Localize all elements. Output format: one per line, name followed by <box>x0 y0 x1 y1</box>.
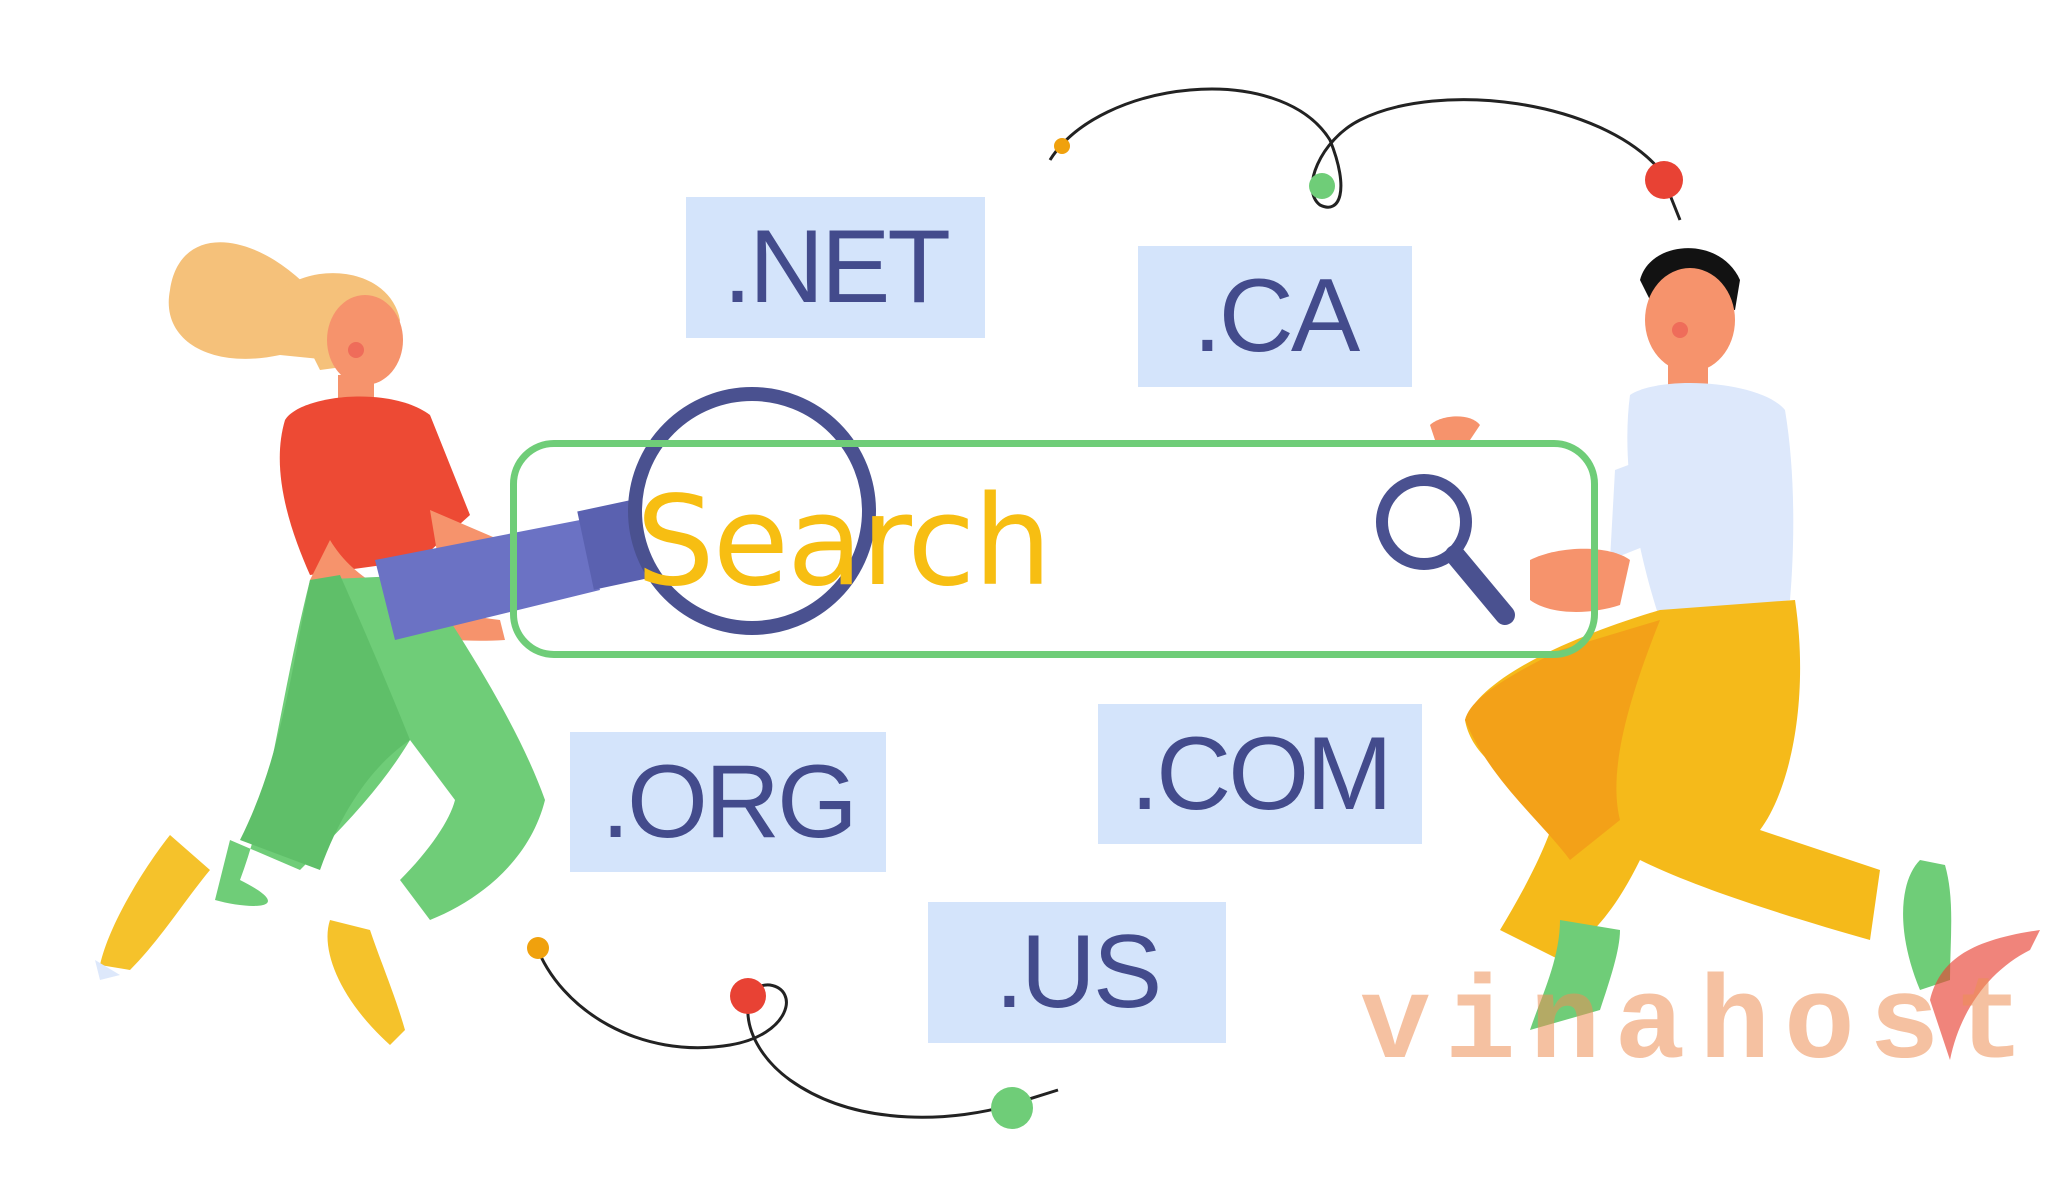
dot-orange-top <box>1054 138 1070 154</box>
tag-org: .ORG <box>570 732 886 872</box>
magnifying-glass-icon <box>628 387 876 635</box>
dot-green-bottom <box>991 1087 1033 1129</box>
dot-red-bottom <box>730 978 766 1014</box>
man-figure <box>1430 248 1952 1030</box>
search-bar-label: Search <box>636 470 1052 614</box>
woman-figure <box>95 242 648 1045</box>
tag-net: .NET <box>686 197 985 338</box>
watermark-text: vinahost. <box>1360 960 2048 1093</box>
dot-green-top <box>1309 173 1335 199</box>
connector-curve-top <box>1048 87 1682 221</box>
dot-orange-bottom <box>527 937 549 959</box>
tag-us: .US <box>928 902 1226 1043</box>
search-bar <box>510 440 1598 658</box>
tag-ca: .CA <box>1138 246 1412 387</box>
watermark-check-icon <box>1930 930 2040 1060</box>
tag-com: .COM <box>1098 704 1422 844</box>
connector-curve-bottom <box>534 944 1059 1119</box>
dot-red-top <box>1645 161 1683 199</box>
small-magnifier-icon <box>1376 474 1515 625</box>
